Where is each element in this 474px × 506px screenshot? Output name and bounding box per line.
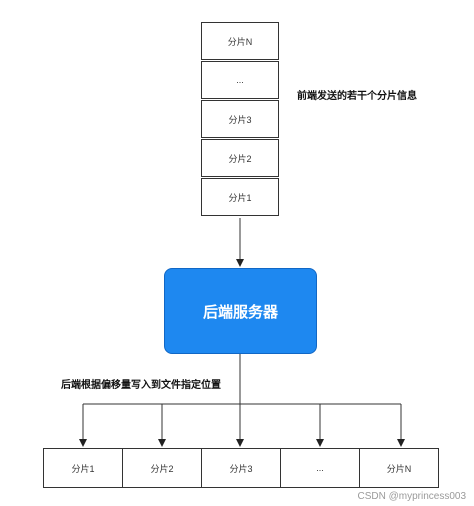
stack-cell-1: 分片1 [201, 178, 279, 216]
stack-cell-ellipsis: ... [201, 61, 279, 99]
write-note: 后端根据偏移量写入到文件指定位置 [61, 380, 221, 391]
stack-cell-n: 分片N [201, 22, 279, 60]
backend-server-box: 后端服务器 [164, 268, 317, 354]
row-cell-ellipsis: ... [280, 448, 360, 488]
row-cell-n: 分片N [359, 448, 439, 488]
stack-cell-2: 分片2 [201, 139, 279, 177]
watermark: CSDN @myprincess003 [357, 491, 466, 502]
row-cell-1: 分片1 [43, 448, 123, 488]
row-cell-2: 分片2 [122, 448, 202, 488]
stack-note: 前端发送的若干个分片信息 [297, 91, 417, 102]
stack-cell-3: 分片3 [201, 100, 279, 138]
row-cell-3: 分片3 [201, 448, 281, 488]
backend-server-label: 后端服务器 [202, 303, 278, 321]
